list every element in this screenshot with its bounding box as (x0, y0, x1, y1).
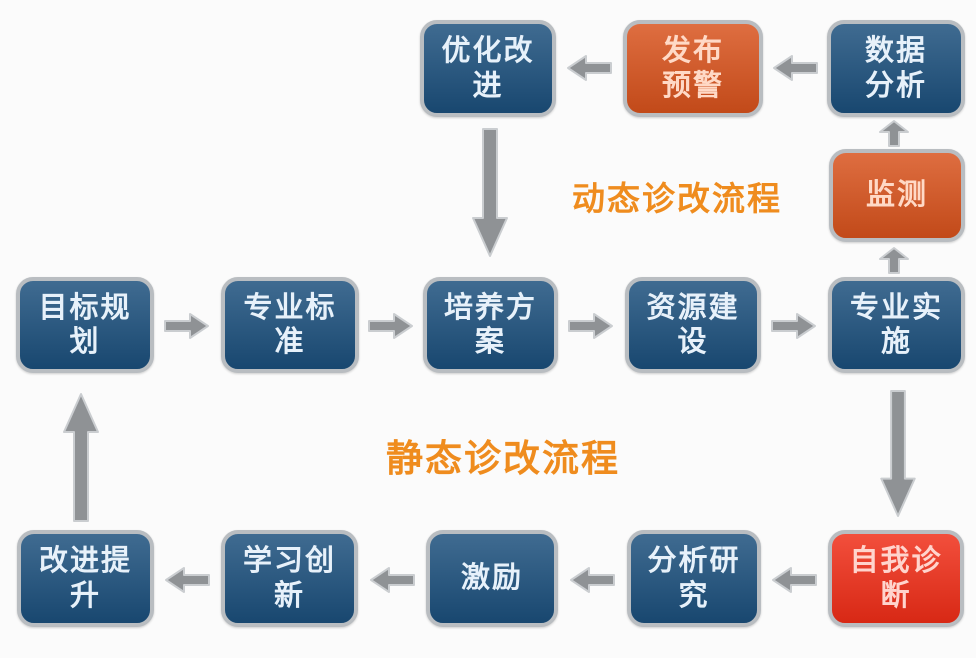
node-label: 激励 (460, 562, 523, 595)
dynamic-process-label: 动态诊改流程 (572, 180, 782, 217)
node-professional-implementation: 专业实 施 (828, 277, 965, 373)
node-label: 专业标 准 (243, 291, 337, 358)
arrow-right-icon (771, 313, 816, 339)
node-label: 专业实 施 (849, 291, 943, 358)
arrow-left-icon (570, 567, 615, 593)
node-self-diagnosis: 自我诊 断 (828, 530, 964, 627)
node-data-analysis: 数据 分析 (827, 20, 965, 117)
node-resource-construction: 资源建 设 (625, 277, 761, 373)
node-improve-promote: 改进提 升 (17, 530, 154, 627)
node-learning-innovation: 学习创 新 (221, 530, 358, 627)
node-label: 目标规 划 (38, 291, 132, 358)
arrow-down-icon (472, 128, 508, 257)
arrow-up-icon (879, 120, 909, 147)
arrow-right-icon (164, 313, 209, 339)
arrow-up-icon (63, 393, 99, 522)
node-label: 监测 (865, 179, 928, 212)
node-label: 培养方 案 (443, 291, 537, 358)
node-label: 优化改 进 (441, 35, 535, 102)
node-publish-warning: 发布 预警 (623, 20, 763, 117)
node-label: 改进提 升 (38, 545, 132, 612)
arrow-left-icon (370, 567, 415, 593)
arrow-left-icon (773, 55, 818, 81)
node-monitoring: 监测 (829, 149, 965, 242)
arrow-up-icon (879, 247, 909, 274)
node-goal-planning: 目标规 划 (16, 277, 154, 373)
node-label: 发布 预警 (661, 35, 724, 102)
arrow-down-icon (880, 390, 916, 518)
arrow-right-icon (368, 313, 413, 339)
arrow-right-icon (568, 313, 613, 339)
node-training-program: 培养方 案 (423, 277, 558, 373)
node-professional-standards: 专业标 准 (221, 277, 359, 373)
arrow-left-icon (772, 567, 817, 593)
node-label: 学习创 新 (242, 545, 336, 612)
node-optimize-improve: 优化改 进 (420, 20, 556, 117)
node-label: 数据 分析 (864, 35, 927, 102)
arrow-left-icon (165, 567, 210, 593)
node-analysis-research: 分析研 究 (627, 530, 761, 627)
node-label: 自我诊 断 (849, 545, 943, 612)
node-label: 分析研 究 (647, 545, 741, 612)
arrow-left-icon (567, 55, 612, 81)
node-label: 资源建 设 (646, 291, 740, 358)
static-process-label: 静态诊改流程 (386, 438, 620, 479)
node-incentive: 激励 (426, 530, 558, 627)
